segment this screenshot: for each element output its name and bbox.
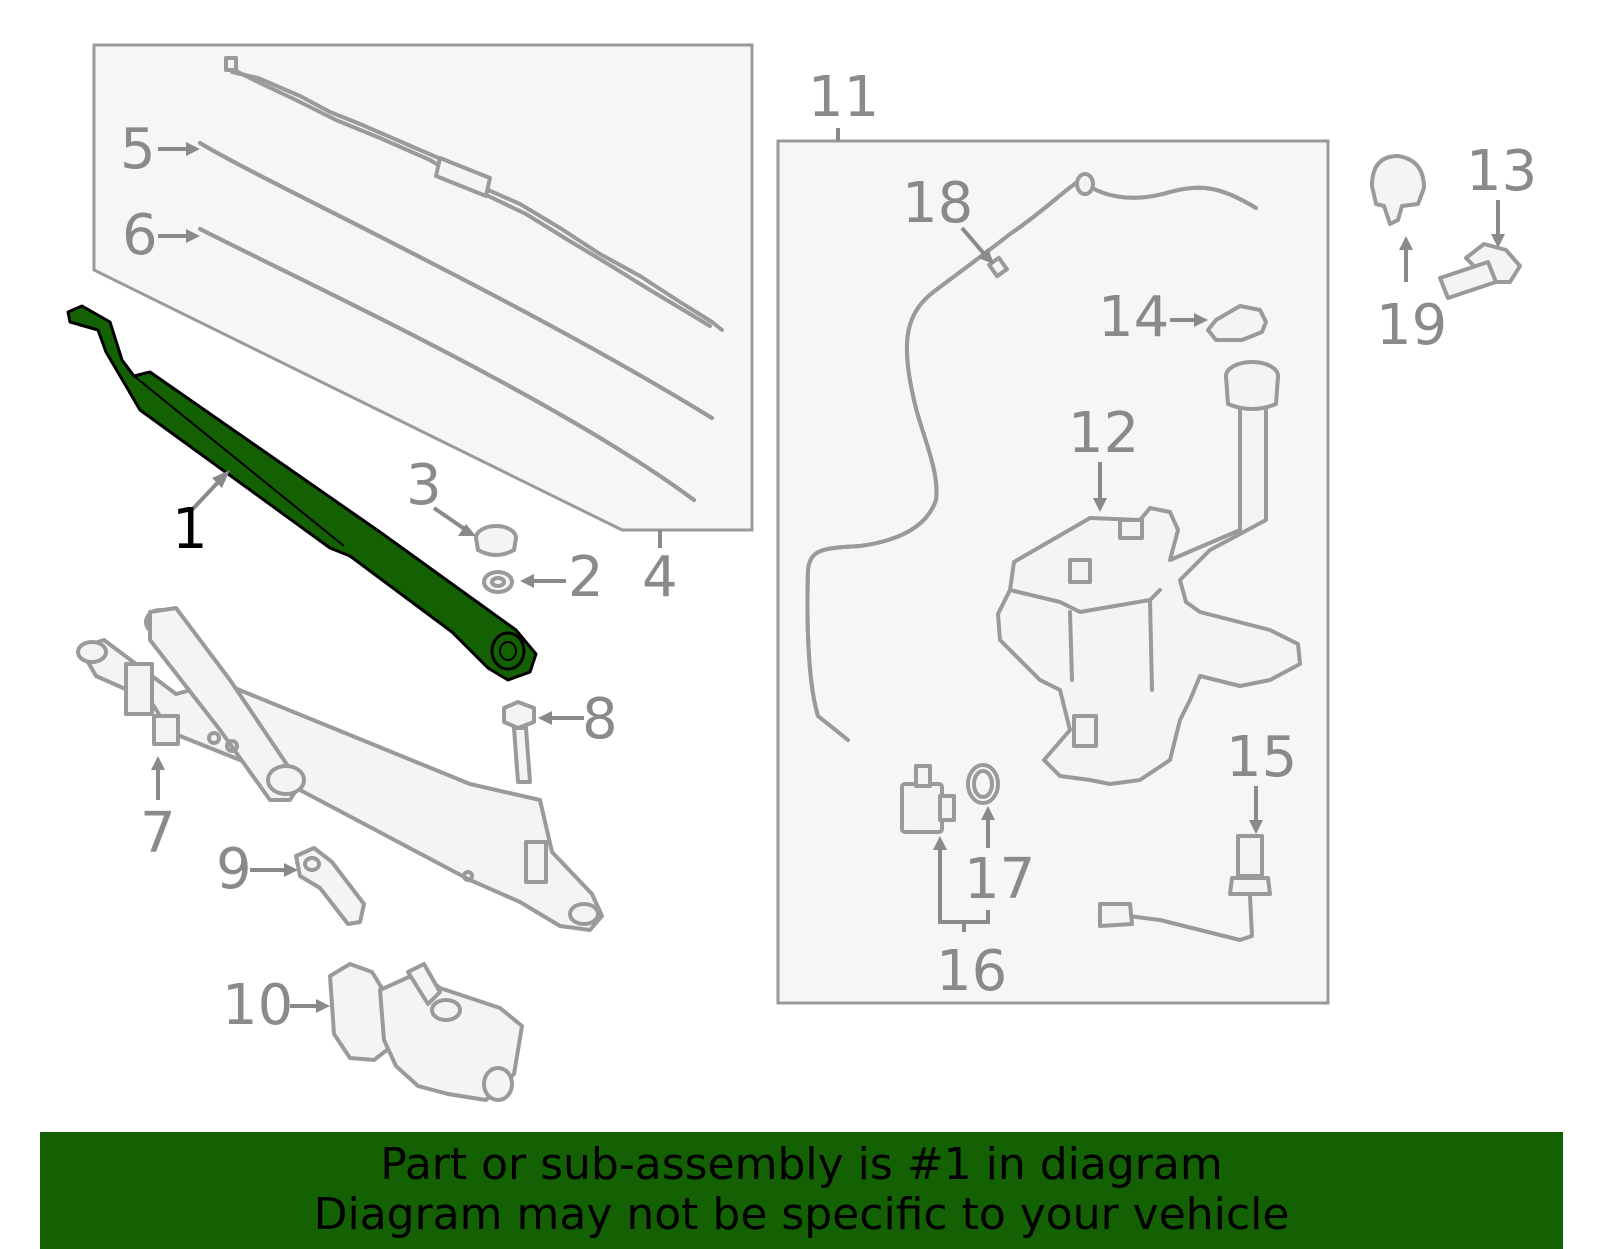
callout-5: 5 xyxy=(120,117,156,182)
bolt-8 xyxy=(502,700,536,784)
callout-12: 12 xyxy=(1068,401,1139,466)
wiper-motor-10 xyxy=(328,962,524,1102)
bracket-9 xyxy=(294,846,366,926)
washer-nozzle-19 xyxy=(1370,154,1426,226)
washer-reservoir-12 xyxy=(996,360,1302,786)
callout-9: 9 xyxy=(216,837,252,902)
nut-cover-3 xyxy=(474,524,518,557)
callout-4: 4 xyxy=(642,545,678,610)
banner-line-1: Part or sub-assembly is #1 in diagram xyxy=(380,1139,1223,1190)
callout-11: 11 xyxy=(808,65,879,130)
banner-line-2: Diagram may not be specific to your vehi… xyxy=(313,1189,1290,1240)
washer-pump-16 xyxy=(900,764,956,834)
callout-6: 6 xyxy=(122,203,158,268)
callout-10: 10 xyxy=(222,973,293,1038)
nut-2 xyxy=(482,570,514,594)
callout-19: 19 xyxy=(1376,293,1447,358)
blade-assembly-panel xyxy=(92,43,754,532)
callout-17: 17 xyxy=(964,847,1035,912)
callout-2: 2 xyxy=(568,545,604,610)
callout-16: 16 xyxy=(936,939,1007,1004)
reservoir-cap-14 xyxy=(1206,304,1268,342)
callout-14: 14 xyxy=(1098,285,1169,350)
callout-7: 7 xyxy=(140,801,176,866)
callout-1: 1 xyxy=(172,497,208,562)
callout-15: 15 xyxy=(1226,725,1297,790)
wiper-linkage-7 xyxy=(76,606,604,932)
info-banner: Part or sub-assembly is #1 in diagram Di… xyxy=(40,1132,1563,1249)
bolt-13 xyxy=(1438,242,1522,300)
callout-3: 3 xyxy=(406,453,442,518)
callout-18: 18 xyxy=(902,171,973,236)
callout-8: 8 xyxy=(582,687,618,752)
callout-13: 13 xyxy=(1466,139,1537,204)
wiper-blade xyxy=(224,56,724,332)
pump-seal-17 xyxy=(966,763,1000,805)
wiper-arm-highlighted xyxy=(66,304,538,682)
leader-arrows xyxy=(151,142,1505,1013)
level-sensor-15 xyxy=(1098,834,1272,942)
